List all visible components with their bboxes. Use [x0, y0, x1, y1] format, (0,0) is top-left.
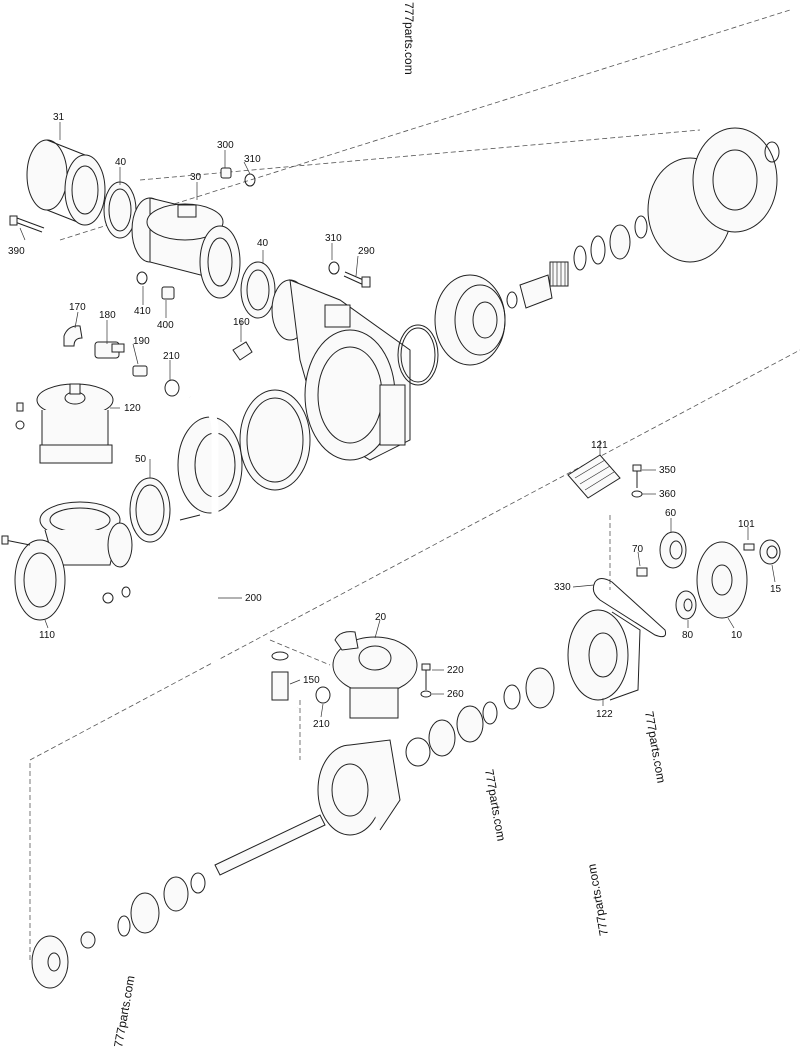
label-110: 110 [39, 630, 55, 641]
label-300: 300 [217, 140, 234, 151]
part-350-screw [632, 464, 642, 488]
label-260: 260 [447, 689, 464, 700]
part-220-screw [421, 663, 431, 690]
part-180-valve-fitting [94, 341, 125, 359]
pump-casing [271, 279, 411, 461]
label-170: 170 [69, 302, 86, 313]
watermark-bottom-left: 777parts.com [111, 974, 137, 1048]
label-122: 122 [596, 709, 613, 720]
part-310-washer-middle [328, 261, 340, 275]
part-210-clamp-lower [315, 686, 331, 704]
leader-lines [19, 122, 776, 718]
part-30-valve-body [131, 197, 241, 299]
label-30: 30 [190, 172, 202, 183]
part-260-washer [420, 690, 432, 698]
part-20-compressor [332, 631, 418, 719]
part-60-pulley [659, 531, 687, 569]
casing-gasket [239, 389, 311, 491]
bearings-left [80, 872, 206, 949]
part-330-belt [592, 578, 666, 638]
label-410: 410 [134, 306, 151, 317]
watermark-top: 777parts.com [402, 2, 416, 75]
part-390-bolt [9, 215, 45, 233]
label-31: 31 [53, 112, 65, 123]
label-210-a: 210 [163, 351, 180, 362]
label-40-b: 40 [257, 238, 269, 249]
impeller [434, 274, 506, 366]
label-60: 60 [665, 508, 677, 519]
label-220: 220 [447, 665, 464, 676]
label-70: 70 [632, 544, 644, 555]
part-40-gasket [103, 181, 137, 239]
part-410-washer [136, 271, 148, 285]
part-bolt-left [1, 535, 31, 546]
part-160-elbow-fitting [232, 341, 253, 361]
part-10-large-pulley [696, 541, 748, 619]
label-180: 180 [99, 310, 116, 321]
part-70-key [636, 567, 648, 577]
label-121: 121 [591, 440, 608, 451]
label-20: 20 [375, 612, 387, 623]
label-310-a: 310 [244, 154, 261, 165]
label-190: 190 [133, 336, 150, 347]
back-plate [647, 127, 780, 263]
part-310-washer-upper [244, 173, 256, 187]
assembly-axes [29, 9, 800, 960]
label-10: 10 [731, 630, 743, 641]
label-330: 330 [554, 582, 571, 593]
part-labels: 31 40 30 300 310 390 410 400 40 310 290 … [8, 112, 782, 730]
mechanical-seal-spring [549, 261, 569, 287]
part-360-washer [631, 490, 643, 498]
label-40-a: 40 [115, 157, 127, 168]
part-80-pulley-small [675, 590, 697, 620]
part-300-nut [220, 167, 232, 179]
suction-flange [177, 416, 243, 521]
label-200: 200 [245, 593, 262, 604]
part-fastener-left [15, 402, 25, 430]
bearing-housing-lower [317, 739, 401, 836]
part-400-nut [161, 286, 175, 300]
bearing-rings-right [405, 667, 555, 767]
label-290: 290 [358, 246, 375, 257]
part-50-gasket [129, 477, 171, 543]
part-121-belt-guard [567, 454, 621, 499]
seal-rings [573, 215, 648, 271]
label-150: 150 [303, 675, 320, 686]
label-400: 400 [157, 320, 174, 331]
label-390: 390 [8, 246, 25, 257]
drive-shaft [214, 814, 326, 876]
end-cover [31, 935, 69, 989]
part-31-pipe-spool [26, 139, 106, 226]
part-nuts-lower-left [102, 586, 131, 604]
watermark-middle: 777parts.com [482, 768, 508, 842]
watermark-right: 777parts.com [642, 710, 668, 784]
label-210-b: 210 [313, 719, 330, 730]
label-310-b: 310 [325, 233, 342, 244]
part-290-bolt [343, 271, 371, 288]
label-350: 350 [659, 465, 676, 476]
part-110-tee [14, 501, 133, 621]
part-101-pin [743, 543, 755, 551]
casing-oring [397, 324, 439, 386]
label-160: 160 [233, 317, 250, 328]
label-80: 80 [682, 630, 694, 641]
part-170-elbow [63, 325, 83, 347]
part-150-tube [271, 651, 289, 701]
label-101: 101 [738, 519, 755, 530]
label-360: 360 [659, 489, 676, 500]
part-15-bushing [759, 539, 781, 565]
label-15: 15 [770, 584, 782, 595]
part-190-nipple [132, 365, 148, 377]
part-210-clamp-upper [164, 379, 180, 397]
watermark-inverted: 777parts.com [585, 863, 611, 937]
label-120: 120 [124, 403, 141, 414]
shaft-sleeve [506, 274, 553, 309]
part-40-gasket-middle [240, 261, 276, 319]
label-50: 50 [135, 454, 147, 465]
part-120-air-chamber [36, 383, 114, 464]
part-122-bearing-housing [567, 609, 641, 701]
part-200-hose [188, 393, 300, 750]
